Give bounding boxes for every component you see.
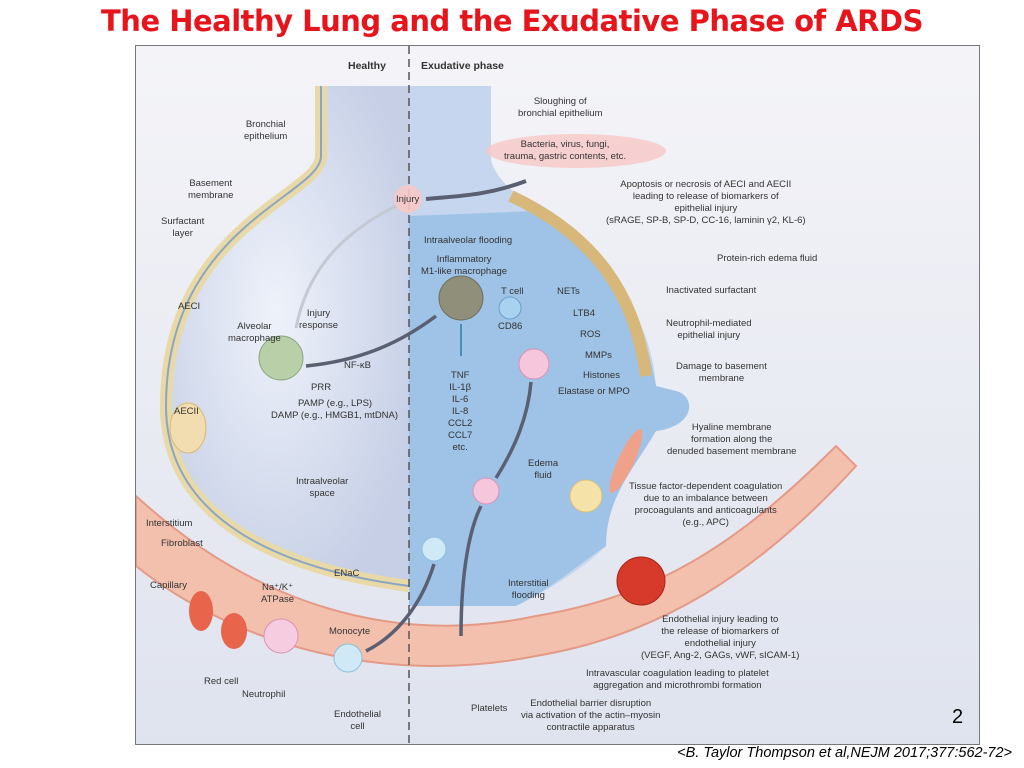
label-cd86: CD86: [498, 321, 523, 332]
label-pamp: PAMP (e.g., LPS): [298, 398, 373, 409]
label-ros: ROS: [580, 329, 601, 340]
label-nets: NETs: [557, 286, 580, 297]
label-intraalveolar-space: Intraalveolar space: [296, 476, 349, 499]
label-prr: PRR: [311, 382, 332, 393]
label-na-k-atpase: Na⁺/K⁺ ATPase: [261, 582, 295, 605]
basement-membrane-line: [164, 86, 410, 587]
label-ltb4: LTB4: [573, 308, 596, 319]
label-cytokines: TNF IL-1β IL-6 IL-8 CCL2 CCL7 etc.: [448, 370, 473, 453]
header-healthy: Healthy: [348, 60, 386, 72]
label-platelets: Platelets: [471, 703, 508, 714]
label-elastase: Elastase or MPO: [558, 386, 630, 397]
label-bronchial-epithelium: Bronchial epithelium: [244, 119, 288, 142]
label-fibroblast: Fibroblast: [161, 538, 203, 549]
label-endothelial-injury: Endothelial injury leading to the releas…: [641, 614, 800, 661]
capillary: [136, 444, 858, 667]
microthrombus: [616, 556, 666, 606]
label-inactivated-surfactant: Inactivated surfactant: [666, 285, 757, 296]
hyaline-membrane: [609, 429, 643, 493]
label-edema-fluid: Edema fluid: [528, 458, 559, 481]
label-hyaline: Hyaline membrane formation along the den…: [667, 422, 797, 457]
label-histones: Histones: [583, 370, 620, 381]
label-neutrophil-injury: Neutrophil-mediated epithelial injury: [666, 318, 752, 341]
label-causes: Bacteria, virus, fungi, trauma, gastric …: [504, 139, 626, 162]
label-enac: ENaC: [334, 568, 360, 579]
injury-response-arrow: [294, 204, 397, 329]
t-cell: [498, 296, 522, 320]
label-neutrophil: Neutrophil: [242, 689, 286, 700]
label-t-cell: T cell: [501, 286, 524, 297]
injury-arrow: [425, 179, 527, 201]
label-alveolar-macrophage: Alveolar macrophage: [228, 321, 281, 344]
label-m1-macrophage: Inflammatory M1-like macrophage: [421, 254, 508, 277]
label-tissue-factor: Tissue factor-dependent coagulation due …: [629, 481, 783, 528]
label-endothelial-cell: Endothelial cell: [334, 709, 382, 732]
alveolus-healthy: [166, 86, 409, 586]
label-monocyte: Monocyte: [329, 626, 371, 637]
neutrophil-migration-arrow-2: [494, 381, 533, 479]
injury-bubble: [394, 185, 422, 213]
label-capillary: Capillary: [150, 580, 187, 591]
red-cell-2: [221, 613, 247, 649]
neutrophil-migration-arrow: [459, 505, 483, 637]
label-aecii: AECII: [174, 406, 199, 417]
alveolar-macrophage-cell: [258, 335, 304, 381]
label-interstitium: Interstitium: [146, 518, 193, 529]
label-aeci: AECI: [178, 301, 201, 312]
monocyte-cell-migrating: [421, 536, 447, 562]
neutrophil-cell-alveolus: [518, 348, 550, 380]
ards-diagram: Healthy Exudative phase Bronchial epithe…: [135, 45, 980, 745]
label-injury: Injury: [396, 194, 420, 205]
aecii-cell-exudative: [569, 479, 603, 513]
label-apoptosis: Apoptosis or necrosis of AECI and AECII …: [606, 179, 806, 226]
label-protein-rich: Protein-rich edema fluid: [717, 253, 818, 264]
label-intravascular: Intravascular coagulation leading to pla…: [586, 668, 769, 691]
red-cell: [189, 591, 213, 631]
causes-bubble: [486, 134, 666, 168]
monocyte-cell: [333, 643, 363, 673]
label-damp: DAMP (e.g., HMGB1, mtDNA): [271, 410, 399, 421]
neutrophil-cell: [263, 618, 299, 654]
aecii-cell: [169, 402, 207, 454]
label-nfkb: NF-κB: [344, 360, 371, 371]
label-damage-bm: Damage to basement membrane: [676, 361, 767, 384]
activation-arrow: [305, 314, 438, 368]
m1-macrophage-cell: [438, 275, 484, 321]
label-mmps: MMPs: [585, 350, 612, 361]
slide-title: The Healthy Lung and the Exudative Phase…: [101, 4, 923, 38]
damaged-wall: [508, 190, 652, 377]
slide-number: 2: [952, 706, 964, 728]
citation: <B. Taylor Thompson et al,NEJM 2017;377:…: [677, 745, 1012, 761]
label-intraalveolar-flooding: Intraalveolar flooding: [424, 235, 513, 246]
label-sloughing: Sloughing of bronchial epithelium: [518, 96, 603, 119]
diagram-illustration: [136, 46, 979, 744]
header-exudative: Exudative phase: [421, 60, 504, 72]
neutrophil-cell-migrating: [472, 477, 500, 505]
label-injury-response: Injury response: [299, 308, 339, 331]
label-basement-membrane: Basement membrane: [188, 178, 234, 201]
label-interstitial-flooding: Interstitial flooding: [508, 578, 549, 601]
label-surfactant-layer: Surfactant layer: [161, 216, 205, 239]
label-red-cell: Red cell: [204, 676, 239, 687]
monocyte-migration-arrow: [365, 563, 436, 653]
label-barrier: Endothelial barrier disruption via activ…: [521, 698, 661, 733]
